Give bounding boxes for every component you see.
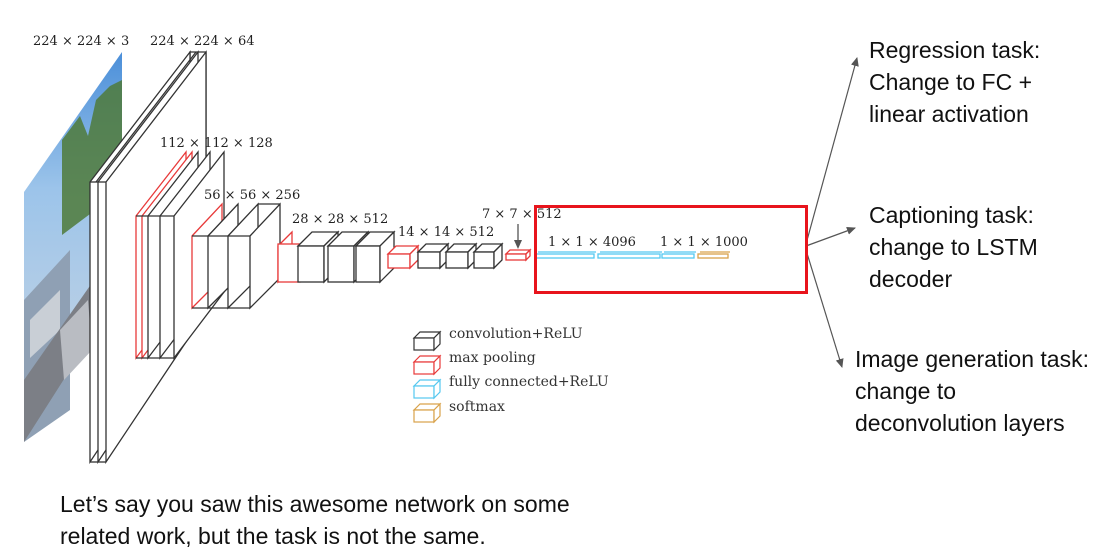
fc-highlight-box bbox=[534, 205, 808, 294]
legend-label-conv: convolution+ReLU bbox=[449, 326, 583, 342]
dim-label-input: 224 × 224 × 3 bbox=[33, 34, 130, 49]
legend-swatch-softmax bbox=[412, 402, 442, 424]
task-regression: Regression task: Change to FC + linear a… bbox=[869, 34, 1040, 130]
task-captioning-line-3: decoder bbox=[869, 266, 953, 292]
dim-label-pool5: 7 × 7 × 512 bbox=[482, 207, 562, 222]
arrow-captioning bbox=[805, 227, 856, 247]
task-arrows bbox=[805, 57, 859, 368]
dim-label-conv3: 56 × 56 × 256 bbox=[204, 188, 301, 203]
dim-label-conv5: 14 × 14 × 512 bbox=[398, 225, 495, 240]
legend-swatch-conv bbox=[412, 330, 442, 352]
slide-caption: Let’s say you saw this awesome network o… bbox=[60, 488, 570, 552]
task-captioning-line-2: change to LSTM bbox=[869, 234, 1038, 260]
task-captioning-line-1: Captioning task: bbox=[869, 202, 1034, 228]
caption-line-1: Let’s say you saw this awesome network o… bbox=[60, 491, 570, 517]
dim-label-conv2: 112 × 112 × 128 bbox=[160, 136, 273, 151]
dim-label-fc: 1 × 1 × 4096 bbox=[548, 235, 636, 250]
conv4-block bbox=[277, 230, 396, 284]
arrow-generation bbox=[805, 249, 844, 368]
legend-swatch-fc bbox=[412, 378, 442, 400]
legend-label-pool: max pooling bbox=[449, 350, 536, 366]
conv3-block bbox=[191, 202, 281, 310]
pool5-block bbox=[504, 224, 532, 262]
task-generation-line-2: change to bbox=[855, 378, 957, 404]
task-generation: Image generation task: change to deconvo… bbox=[855, 343, 1089, 439]
fc-layers bbox=[535, 251, 730, 259]
legend-swatch-pool bbox=[412, 354, 442, 376]
caption-line-2: related work, but the task is not the sa… bbox=[60, 523, 486, 549]
conv5-block bbox=[386, 242, 504, 270]
dim-label-conv1: 224 × 224 × 64 bbox=[150, 34, 255, 49]
arrow-regression bbox=[805, 57, 859, 245]
dim-label-softmax: 1 × 1 × 1000 bbox=[660, 235, 748, 250]
task-regression-line-1: Regression task: bbox=[869, 37, 1041, 63]
legend-label-fc: fully connected+ReLU bbox=[449, 374, 609, 390]
task-regression-line-2: Change to FC + bbox=[869, 69, 1033, 95]
task-generation-line-3: deconvolution layers bbox=[855, 410, 1065, 436]
task-generation-line-1: Image generation task: bbox=[855, 346, 1089, 372]
task-regression-line-3: linear activation bbox=[869, 101, 1029, 127]
legend-label-softmax: softmax bbox=[449, 399, 505, 415]
dim-label-conv4: 28 × 28 × 512 bbox=[292, 212, 389, 227]
legend-swatches bbox=[412, 330, 442, 424]
task-captioning: Captioning task: change to LSTM decoder bbox=[869, 199, 1038, 295]
